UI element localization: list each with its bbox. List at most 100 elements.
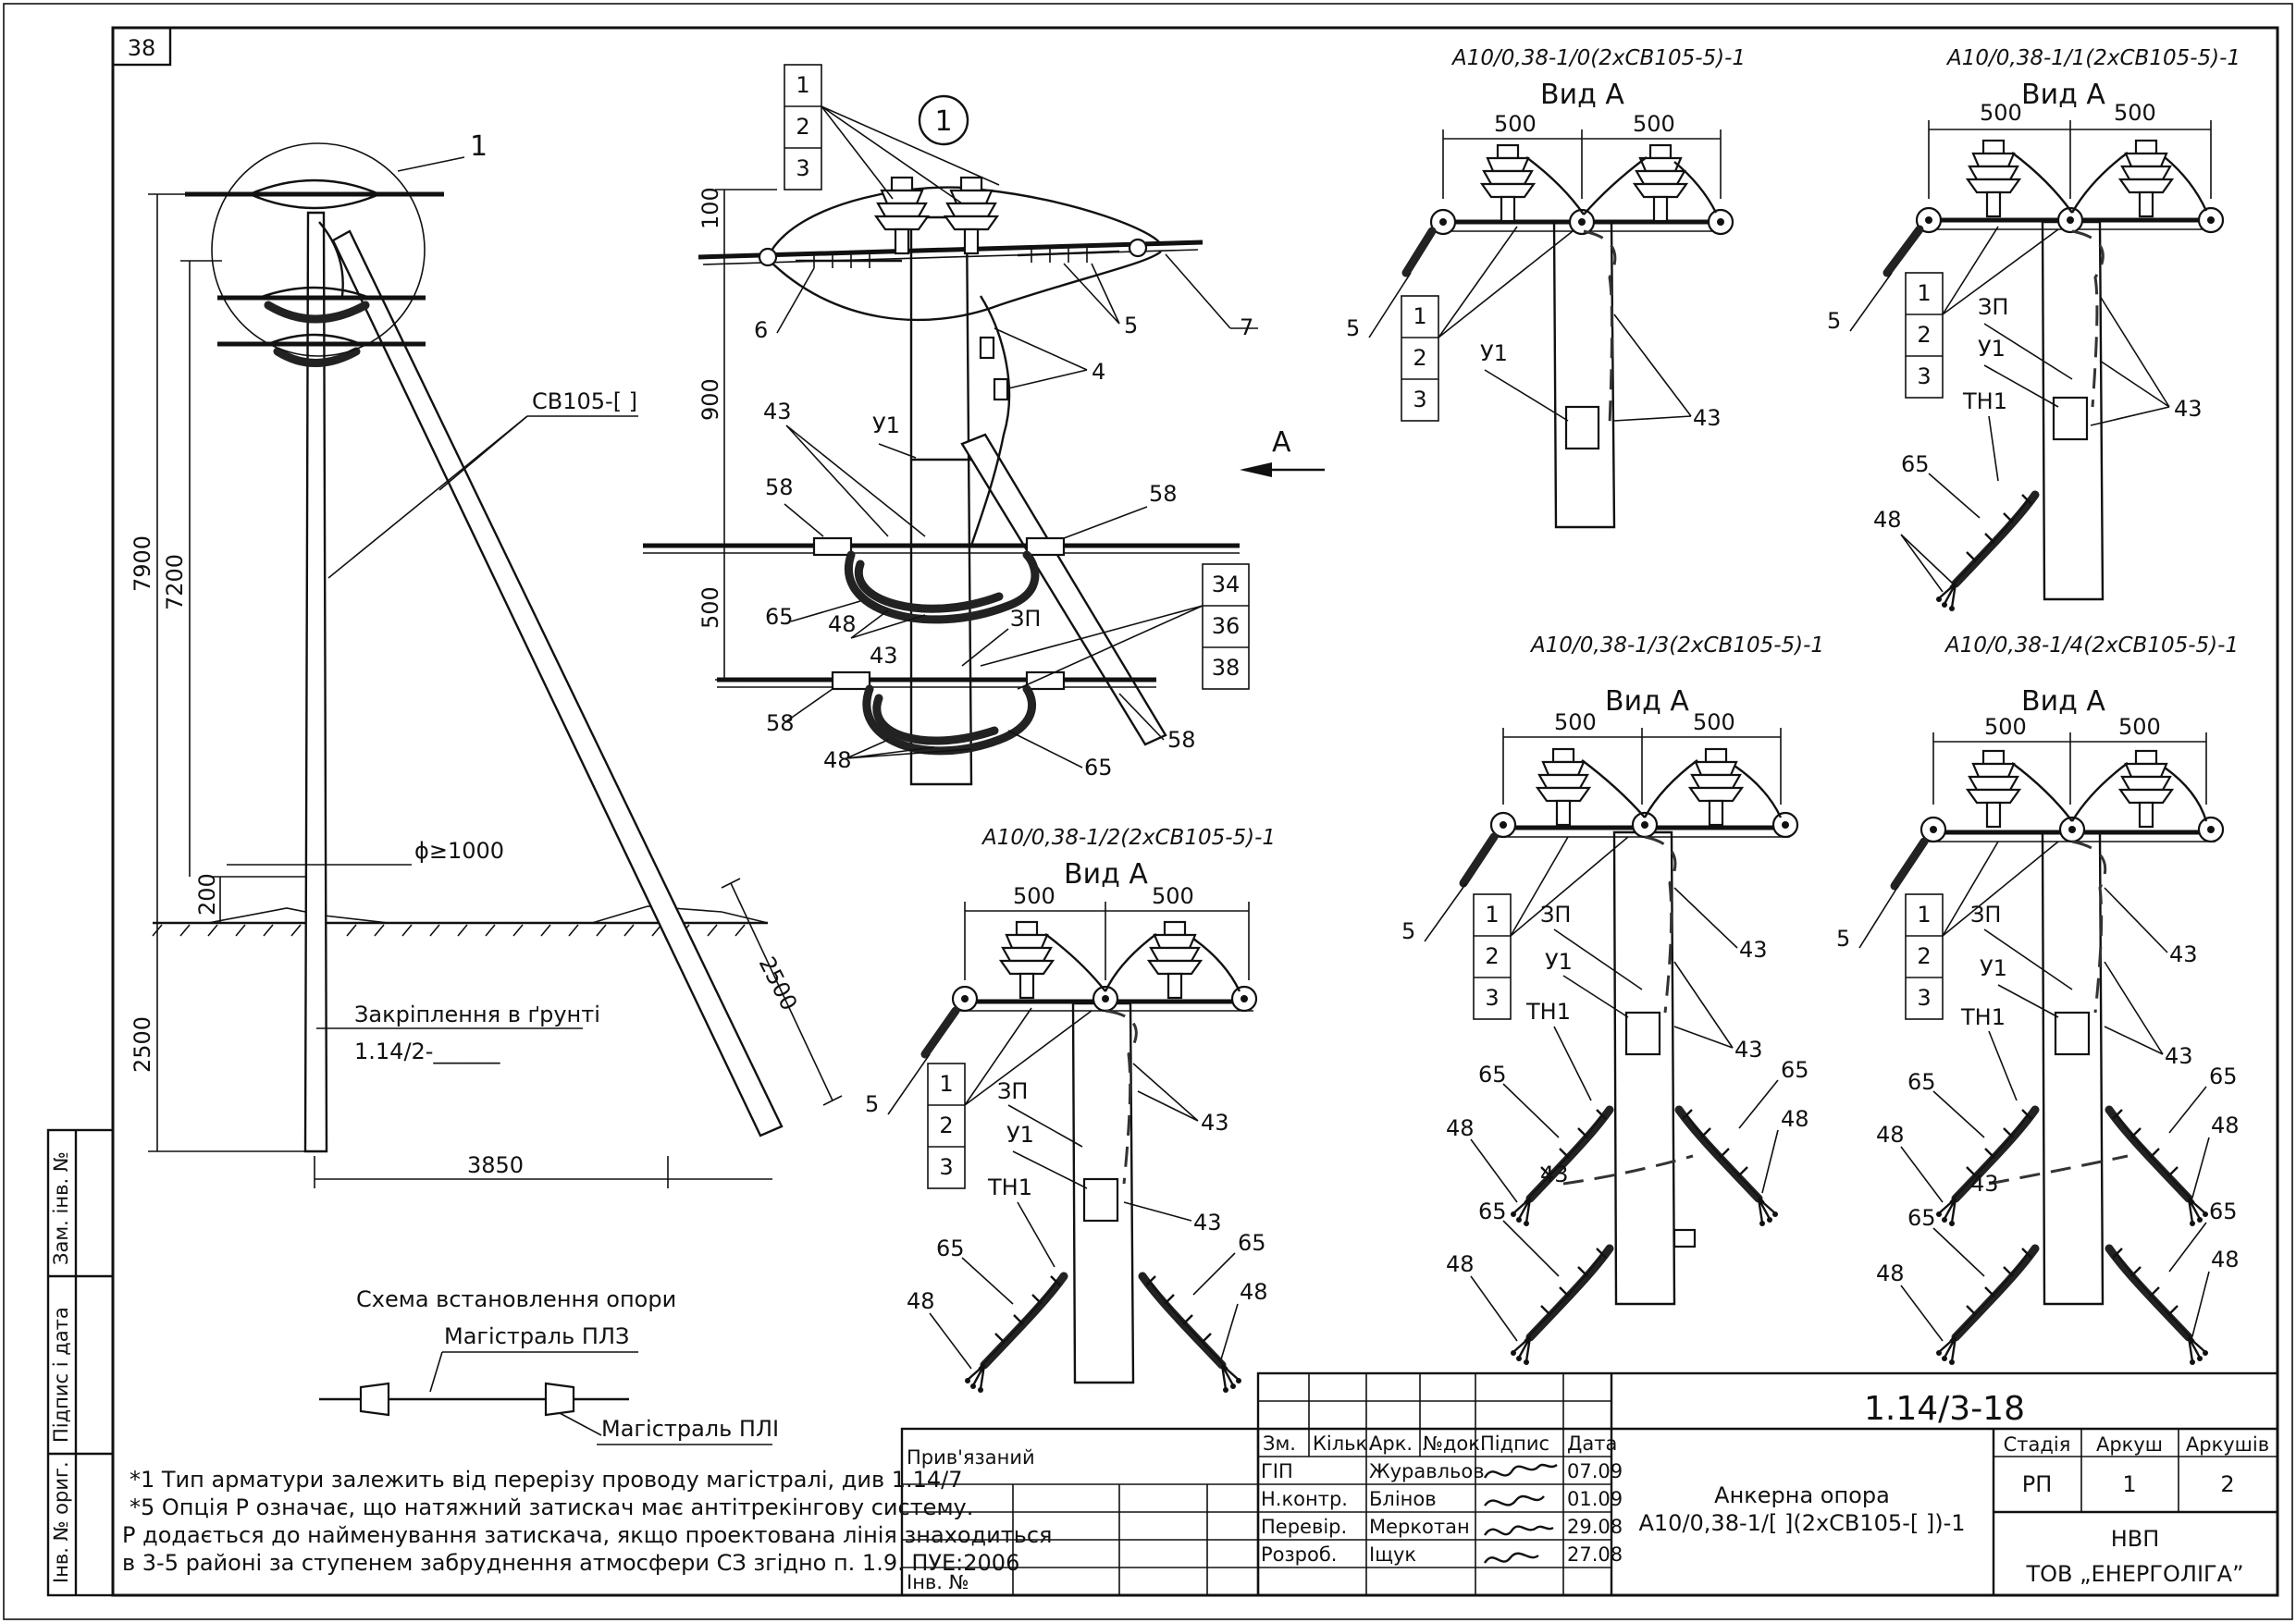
view-1-3-label-48c: 48 [1446, 1251, 1475, 1277]
tb-name-4: Іщук [1369, 1543, 1416, 1566]
note-1: *1 Тип арматури залежить від перерізу пр… [130, 1467, 963, 1493]
tb-h-sign: Підпис [1480, 1432, 1549, 1455]
tb-name-1: Журавльов [1369, 1460, 1485, 1482]
tb-role-1: ГІП [1261, 1460, 1293, 1482]
tb-h-date: Дата [1567, 1432, 1617, 1455]
d1-label-4: 4 [1092, 359, 1105, 385]
view-1-0-label-43: 43 [1693, 405, 1722, 431]
view-1-0-code: А10/0,38-1/0(2хСВ105-5)-1 [1450, 46, 1746, 70]
view-1-1-label-5: 5 [1827, 308, 1841, 334]
gv-cable-label: СВ105-[ ] [532, 388, 637, 414]
view-1-3-label-43c: 43 [1540, 1162, 1569, 1187]
view-1-4-label-65c: 65 [1907, 1205, 1936, 1231]
view-1-2-label-65b: 65 [1238, 1230, 1266, 1256]
view-1-3-label-43b: 43 [1734, 1037, 1763, 1063]
tb-name-3: Меркотан [1369, 1516, 1470, 1538]
d1-dim-100: 100 [697, 187, 723, 229]
view-1-1-label-zp: ЗП [1978, 294, 2008, 320]
d1-dim-500: 500 [697, 586, 723, 629]
dim-2500-vertical: 2500 [130, 1016, 155, 1073]
view-1-3-title: Вид А [1605, 685, 1689, 718]
view-1-3-label-48a: 48 [1446, 1115, 1475, 1141]
fixing-ref: 1.14/2-______ [354, 1039, 500, 1064]
detail-1: 1 100 [643, 64, 1325, 786]
view-1-3-label-tn1: ТН1 [1525, 999, 1571, 1025]
view-1-3-code: А10/0,38-1/3(2хСВ105-5)-1 [1529, 633, 1824, 658]
view-1-1-label-48: 48 [1873, 507, 1902, 533]
view-1-4-dim-right: 500 [2118, 714, 2161, 740]
side-stamp: Інв. № ориг. Підпис і дата Зам. інв. № [46, 1128, 115, 1597]
gv-callout: 1 [470, 130, 488, 163]
tb-h-ndok: №док. [1423, 1432, 1487, 1455]
d1-label-48a: 48 [828, 611, 857, 637]
view-1-3-label-65a: 65 [1478, 1062, 1507, 1088]
tb-inv-no: Інв. № [907, 1571, 969, 1593]
tb-sheet-label: Аркуш [2096, 1433, 2163, 1456]
view-1-4-label-48b: 48 [2211, 1113, 2240, 1138]
view-1-0-label-5: 5 [1346, 315, 1360, 341]
tb-bound: Прив'язаний [907, 1446, 1035, 1469]
dim-7200: 7200 [162, 554, 188, 610]
sheet-number: 38 [128, 35, 156, 61]
view-1-3-label-zp: ЗП [1540, 902, 1571, 928]
installation-scheme: Схема встановлення опори Магістраль ПЛЗ … [319, 1286, 779, 1445]
d1-label-2: 2 [796, 114, 809, 140]
view-1-3-label-43a: 43 [1739, 937, 1768, 963]
tb-h-zm: Зм. [1263, 1432, 1296, 1455]
d1-label-y1: У1 [872, 412, 900, 438]
view-1-1-dim-right: 500 [2114, 100, 2156, 126]
d1-label-65b: 65 [1084, 755, 1113, 781]
view-1-3-label-3: 3 [1485, 985, 1499, 1011]
scheme-title: Схема встановлення опори [356, 1286, 676, 1312]
view-1-2-label-43a: 43 [1201, 1110, 1229, 1136]
view-1-4: А10/0,38-1/4(2хСВ105-5)-1 Вид А 500 500 … [1836, 633, 2240, 1365]
view-1-3-label-2: 2 [1485, 943, 1499, 969]
view-1-4-label-2: 2 [1917, 943, 1931, 969]
d1-label-5: 5 [1124, 313, 1138, 338]
d1-label-65a: 65 [765, 604, 794, 630]
view-1-4-label-65b: 65 [2209, 1064, 2238, 1089]
view-arrow-label: А [1272, 426, 1291, 459]
notes: *1 Тип арматури залежить від перерізу пр… [122, 1467, 1053, 1576]
tb-date-4: 27.08 [1567, 1543, 1623, 1566]
tb-name-2: Блінов [1369, 1488, 1437, 1510]
view-1-3-label-y1: У1 [1545, 949, 1573, 975]
view-1-4-label-48c: 48 [1876, 1260, 1905, 1286]
d1-label-zp: ЗП [1010, 606, 1041, 632]
view-1-3-label-1: 1 [1485, 902, 1499, 928]
stamp-inv-orig: Інв. № ориг. [50, 1461, 72, 1583]
note-3: Р додається до найменування затискача, я… [122, 1522, 1053, 1548]
view-1-4-label-zp: ЗП [1970, 902, 2001, 928]
note-4: в 3-5 районі за ступенем забруднення атм… [122, 1550, 1019, 1576]
d1-label-3: 3 [796, 155, 809, 181]
d1-label-58b: 58 [1149, 481, 1178, 507]
view-1-0-label-3: 3 [1413, 387, 1426, 412]
d1-label-38: 38 [1212, 655, 1241, 681]
scheme-main-lz: Магістраль ПЛЗ [444, 1323, 629, 1349]
tb-desc-2: А10/0,38-1/[ ](2хСВ105-[ ])-1 [1638, 1510, 1965, 1536]
view-1-3-label-65b: 65 [1781, 1057, 1809, 1083]
view-1-2-label-3: 3 [939, 1154, 953, 1180]
view-1-2-title: Вид А [1064, 858, 1148, 891]
view-1-3: А10/0,38-1/3(2хСВ105-5)-1 Вид А 500 500 … [1401, 633, 1824, 1365]
view-1-0: А10/0,38-1/0(2хСВ105-5)-1 Вид А 500 500 … [1346, 46, 1746, 529]
outer-border [3, 3, 2293, 1620]
tb-h-kilk: Кільк. [1313, 1432, 1374, 1455]
detail-callout: 1 [934, 105, 952, 138]
view-1-4-code: А10/0,38-1/4(2хСВ105-5)-1 [1944, 633, 2239, 658]
tb-role-2: Н.контр. [1261, 1488, 1348, 1510]
view-1-4-label-tn1: ТН1 [1960, 1004, 2006, 1030]
view-1-3-label-65c: 65 [1478, 1199, 1507, 1224]
view-1-0-dim-left: 500 [1494, 111, 1537, 137]
dim-3850: 3850 [467, 1152, 524, 1178]
scheme-main-li: Магістраль ПЛІ [601, 1416, 779, 1442]
view-1-3-label-48b: 48 [1781, 1106, 1809, 1132]
tb-stage-label: Стадія [2004, 1433, 2071, 1456]
dim-2500-strut: 2500 [754, 953, 803, 1014]
d1-label-43b: 43 [870, 643, 898, 669]
view-1-1: А10/0,38-1/1(2хСВ105-5)-1 Вид А 500 500 … [1827, 46, 2240, 611]
view-1-4-label-43b: 43 [2165, 1043, 2193, 1069]
tb-h-ark: Арк. [1369, 1432, 1413, 1455]
view-1-1-dim-left: 500 [1980, 100, 2022, 126]
